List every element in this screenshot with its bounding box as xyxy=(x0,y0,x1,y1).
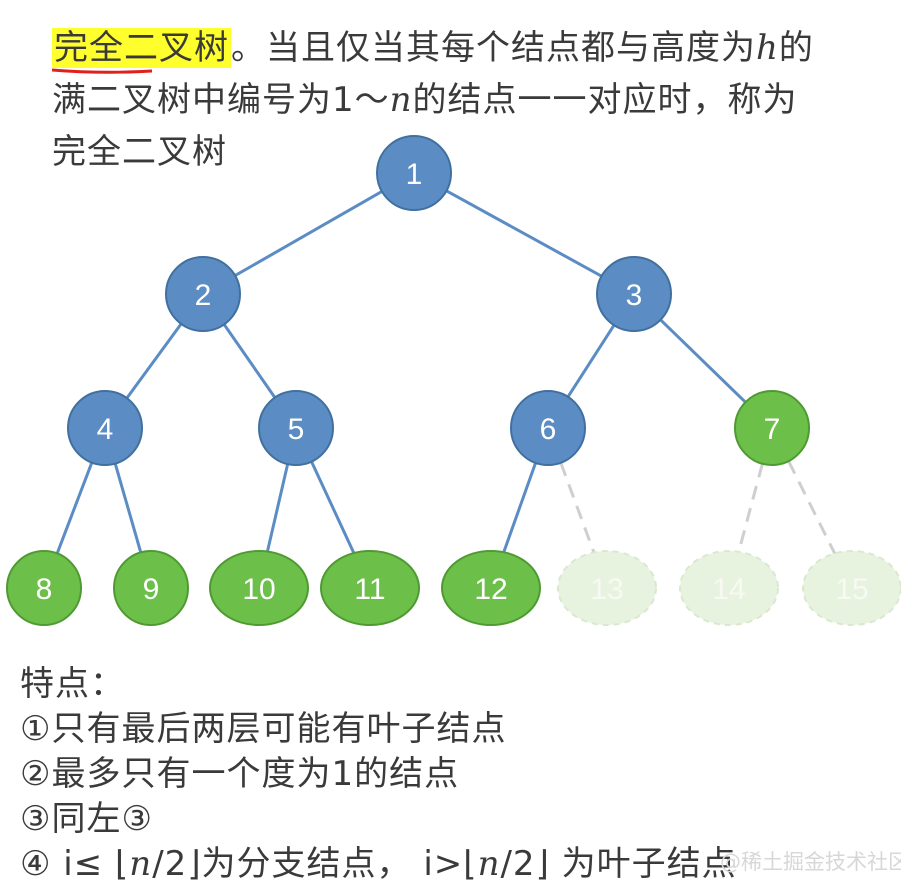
highlighted-term: 完全二叉树 xyxy=(52,28,231,74)
node-circle xyxy=(734,390,810,466)
tree-node-14: 14 xyxy=(679,550,779,626)
tree-node-15: 15 xyxy=(802,550,901,626)
node-label: 10 xyxy=(242,573,275,606)
definition-line2-a: 满二叉树中编号为1～ xyxy=(52,80,390,120)
node-label: 9 xyxy=(143,573,160,606)
tree-edge-7-15 xyxy=(787,460,837,556)
node-label: 7 xyxy=(764,413,781,446)
definition-line3: 完全二叉树 xyxy=(52,132,227,172)
tree-edge-4-8 xyxy=(55,462,94,554)
definition-line1-rest: 。当且仅当其每个结点都与高度为 xyxy=(231,28,756,68)
definition-line2-b: 的结点一一对应时，称为 xyxy=(412,80,798,120)
node-circle xyxy=(258,390,334,466)
node-circle xyxy=(510,390,586,466)
tree-node-1: 1 xyxy=(376,135,452,211)
node-circle xyxy=(209,550,309,626)
h-symbol: h xyxy=(756,28,779,68)
n-symbol: n xyxy=(389,80,413,120)
tree-node-2: 2 xyxy=(165,256,241,332)
node-circle xyxy=(113,550,189,626)
node-label: 12 xyxy=(474,573,507,606)
feature-item-3: ③同左③ xyxy=(20,799,153,839)
node-circle xyxy=(67,390,143,466)
tree-edge-4-9 xyxy=(113,463,143,553)
watermark: @稀土掘金技术社区 xyxy=(720,850,901,874)
node-circle xyxy=(679,550,779,626)
node-label: 6 xyxy=(540,413,557,446)
tree-node-12: 12 xyxy=(441,550,541,626)
node-circle xyxy=(376,135,452,211)
tree-node-9: 9 xyxy=(113,550,189,626)
node-circle xyxy=(441,550,541,626)
tree-edge-2-5 xyxy=(222,323,277,399)
tree-edge-1-2 xyxy=(234,190,383,277)
node-circle xyxy=(165,256,241,332)
tree-edge-3-6 xyxy=(566,324,616,398)
features-title: 特点： xyxy=(20,664,125,704)
tree-edge-5-10 xyxy=(265,463,290,553)
definition-text: 完全二叉树。当且仅当其每个结点都与高度为h的 满二叉树中编号为1～n的结点一一对… xyxy=(52,22,882,178)
tree-node-13: 13 xyxy=(557,550,657,626)
node-label: 15 xyxy=(835,573,868,606)
tree-node-4: 4 xyxy=(67,390,143,466)
node-label: 11 xyxy=(354,573,385,606)
node-circle xyxy=(320,550,420,626)
node-label: 1 xyxy=(406,158,423,191)
tree-edge-2-4 xyxy=(125,322,183,400)
tree-node-11: 11 xyxy=(320,550,420,626)
node-circle xyxy=(596,256,672,332)
node-circle xyxy=(802,550,901,626)
red-underline xyxy=(52,68,152,74)
tree-edge-6-12 xyxy=(502,462,537,554)
node-circle xyxy=(6,550,82,626)
tree-edge-1-3 xyxy=(445,189,603,278)
node-label: 13 xyxy=(590,573,623,606)
tree-node-8: 8 xyxy=(6,550,82,626)
feature-item-2: ②最多只有一个度为1的结点 xyxy=(20,754,460,794)
tree-node-10: 10 xyxy=(209,550,309,626)
definition-line1-end: 的 xyxy=(778,28,814,68)
node-label: 5 xyxy=(288,413,305,446)
tree-node-3: 3 xyxy=(596,256,672,332)
feature-item-4: ④ i≤ ⌊n/2⌋为分支结点， i>⌊n/2⌋ 为叶子结点 xyxy=(20,844,737,884)
tree-node-5: 5 xyxy=(258,390,334,466)
node-label: 8 xyxy=(36,573,53,606)
tree-edge-5-11 xyxy=(310,460,356,556)
tree-node-6: 6 xyxy=(510,390,586,466)
tree-node-7: 7 xyxy=(734,390,810,466)
tree-edge-6-13 xyxy=(559,462,596,554)
node-circle xyxy=(557,550,657,626)
tree-edge-3-7 xyxy=(659,318,747,404)
tree-edge-7-14 xyxy=(737,463,764,553)
node-label: 4 xyxy=(97,413,114,446)
node-label: 2 xyxy=(195,279,212,312)
node-label: 3 xyxy=(626,279,643,312)
features-list: 特点： ①只有最后两层可能有叶子结点 ②最多只有一个度为1的结点 ③同左③ ④ … xyxy=(20,662,737,887)
feature-item-1: ①只有最后两层可能有叶子结点 xyxy=(20,709,507,749)
node-label: 14 xyxy=(712,573,745,606)
